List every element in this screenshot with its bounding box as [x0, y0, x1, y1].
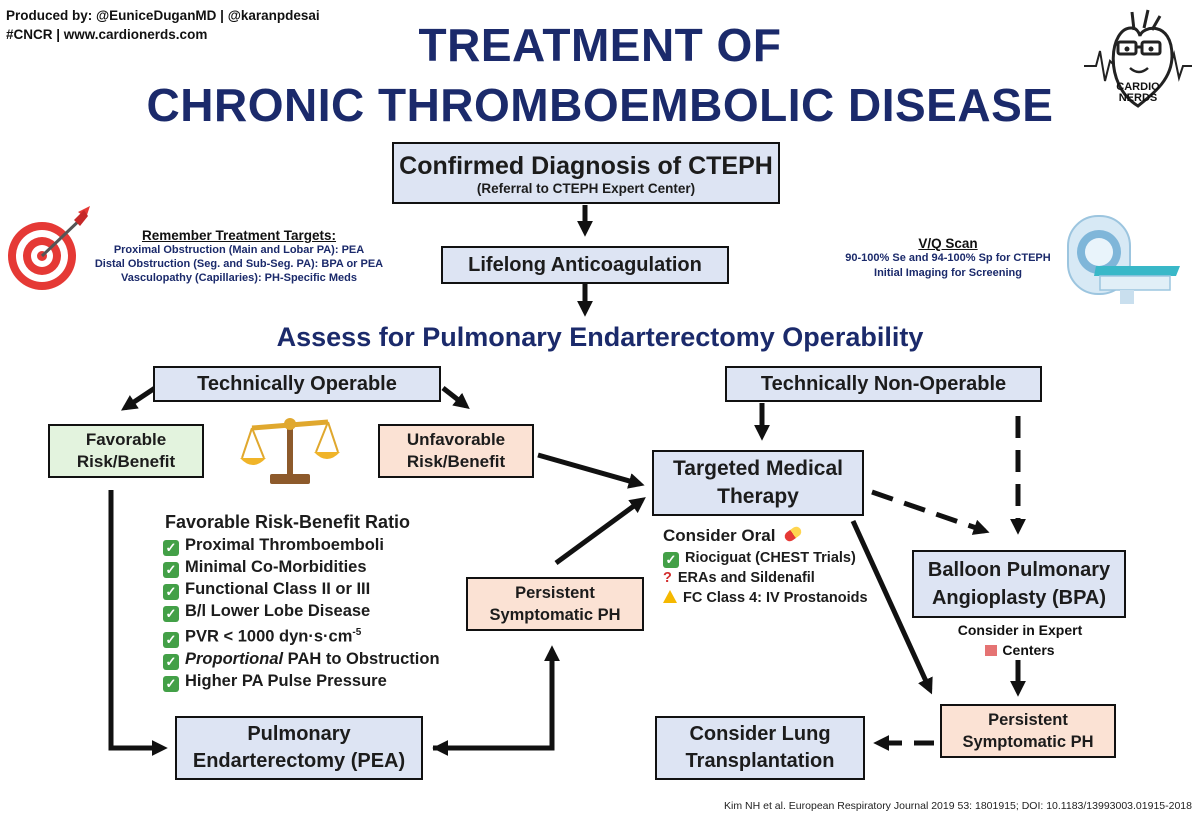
ct-scanner-icon: [1060, 210, 1190, 310]
check-icon: ✓: [163, 631, 179, 648]
logo-text: CARDIO NERDS: [1116, 82, 1160, 104]
targeted-line-2: Therapy: [717, 485, 799, 508]
list-item: ✓Riociguat (CHEST Trials): [663, 548, 883, 568]
expert-line-2: Centers: [1002, 642, 1055, 658]
lung-transplant-box: Consider Lung Transplantation: [655, 716, 865, 780]
non-operable-box: Technically Non-Operable: [725, 366, 1042, 402]
balance-scale-icon: [240, 412, 340, 488]
citation: Kim NH et al. European Respiratory Journ…: [724, 800, 1192, 812]
check-icon: ✓: [163, 540, 179, 556]
persistent-ph-right-box: Persistent Symptomatic PH: [940, 704, 1116, 758]
risk-benefit-list: Favorable Risk-Benefit Ratio ✓Proximal T…: [163, 510, 463, 692]
persistent-right-line-2: Symptomatic PH: [962, 733, 1094, 751]
persistent-mid-line-2: Symptomatic PH: [489, 606, 621, 624]
favorable-box: Favorable Risk/Benefit: [48, 424, 204, 478]
arrow-targeted-to-persistent-right: [850, 519, 933, 695]
page-title-line-1: TREATMENT OF: [418, 19, 782, 71]
credit-line-1: Produced by: @EuniceDuganMD | @karanpdes…: [6, 8, 320, 23]
diagnosis-subtitle: (Referral to CTEPH Expert Center): [476, 180, 696, 196]
arrow-operable-to-unfavorable: [441, 386, 470, 409]
list-item: ✓PVR < 1000 dyn·s·cm-5: [163, 622, 463, 648]
cardionerds-heart-icon: [1084, 9, 1192, 108]
check-icon: ✓: [163, 606, 179, 622]
bpa-line-1: Balloon Pulmonary: [927, 559, 1111, 581]
favorable-line-1: Favorable: [85, 430, 167, 449]
lung-line-1: Consider Lung: [689, 723, 831, 745]
check-icon: ✓: [163, 562, 179, 578]
logo-line-1: CARDIO: [1116, 81, 1160, 93]
list-item: ✓Functional Class II or III: [163, 578, 463, 600]
list-item: ✓Proportional PAH to Obstruction: [163, 648, 463, 670]
unfavorable-line-1: Unfavorable: [406, 430, 506, 449]
lung-line-2: Transplantation: [685, 750, 835, 772]
vq-item: 90-100% Se and 94-100% Sp for CTEPH: [845, 252, 1051, 264]
hospital-icon: [985, 645, 998, 656]
vq-scan-info: V/Q Scan 90-100% Se and 94-100% Sp for C…: [830, 236, 1066, 281]
arrow-operable-to-favorable: [121, 385, 157, 411]
arrow-unfavorable-to-targeted: [537, 452, 645, 489]
bpa-line-2: Angioplasty (BPA): [931, 587, 1107, 609]
diagnosis-title: Confirmed Diagnosis of CTEPH: [399, 151, 773, 180]
targeted-line-1: Targeted Medical: [673, 457, 843, 480]
cardionerds-logo: CARDIO NERDS: [1082, 6, 1194, 126]
pea-line-2: Endarterectomy (PEA): [192, 750, 406, 772]
pea-box: Pulmonary Endarterectomy (PEA): [175, 716, 423, 780]
check-icon: ✓: [163, 653, 179, 670]
pill-icon: [782, 524, 804, 544]
persistent-ph-middle-box: Persistent Symptomatic PH: [466, 577, 644, 631]
expert-centers-note: Consider in Expert Centers: [930, 620, 1110, 660]
target-icon: [4, 204, 94, 294]
operable-box: Technically Operable: [153, 366, 441, 402]
list-item: ✓Proximal Thromboemboli: [163, 534, 463, 556]
check-icon: ✓: [163, 584, 179, 600]
expert-line-1: Consider in Expert: [957, 622, 1083, 638]
question-icon: ?: [663, 570, 672, 586]
page-title-line-2: CHRONIC THROMBOEMBOLIC DISEASE: [146, 79, 1054, 131]
targets-heading: Remember Treatment Targets:: [141, 228, 337, 243]
persistent-mid-line-1: Persistent: [515, 584, 595, 602]
targets-item: Vasculopathy (Capillaries): PH-Specific …: [121, 272, 357, 284]
pea-line-1: Pulmonary: [247, 723, 351, 745]
arrow-favorable-to-pea: [108, 490, 168, 757]
check-icon: ✓: [163, 675, 179, 692]
oral-options: Consider Oral ✓Riociguat (CHEST Trials) …: [663, 524, 883, 608]
check-icon: ✓: [663, 552, 679, 568]
list-item: FC Class 4: IV Prostanoids: [663, 588, 883, 608]
assess-heading: Assess for Pulmonary Endarterectomy Oper…: [276, 322, 924, 352]
unfavorable-line-2: Risk/Benefit: [406, 452, 506, 471]
unfavorable-box: Unfavorable Risk/Benefit: [378, 424, 534, 478]
credit-line-2: #CNCR | www.cardionerds.com: [6, 27, 208, 42]
oral-heading: Consider Oral: [663, 526, 776, 545]
list-item: ?ERAs and Sildenafil: [663, 570, 815, 586]
targets-item: Proximal Obstruction (Main and Lobar PA)…: [113, 244, 365, 256]
targeted-therapy-box: Targeted Medical Therapy: [652, 450, 864, 516]
diagnosis-box: Confirmed Diagnosis of CTEPH (Referral t…: [392, 142, 780, 204]
list-item: ✓Higher PA Pulse Pressure: [163, 670, 463, 692]
targets-item: Distal Obstruction (Seg. and Sub-Seg. PA…: [94, 258, 384, 270]
credits: Produced by: @EuniceDuganMD | @karanpdes…: [6, 6, 320, 44]
favorable-line-2: Risk/Benefit: [76, 452, 176, 471]
risk-benefit-heading: Favorable Risk-Benefit Ratio: [165, 512, 411, 532]
bpa-box: Balloon Pulmonary Angioplasty (BPA): [912, 550, 1126, 618]
treatment-targets: Remember Treatment Targets: Proximal Obs…: [94, 228, 384, 285]
logo-line-2: NERDS: [1118, 92, 1158, 104]
list-item: ✓B/l Lower Lobe Disease: [163, 600, 463, 622]
arrow-persistent-to-targeted: [554, 497, 646, 566]
list-item: ✓Minimal Co-Morbidities: [163, 556, 463, 578]
anticoagulation-box: Lifelong Anticoagulation: [441, 246, 729, 284]
arrow-targeted-to-bpa: [871, 489, 990, 535]
persistent-right-line-1: Persistent: [988, 711, 1068, 729]
vq-heading: V/Q Scan: [918, 236, 978, 251]
warning-icon: [663, 590, 677, 603]
vq-item: Initial Imaging for Screening: [874, 267, 1022, 279]
